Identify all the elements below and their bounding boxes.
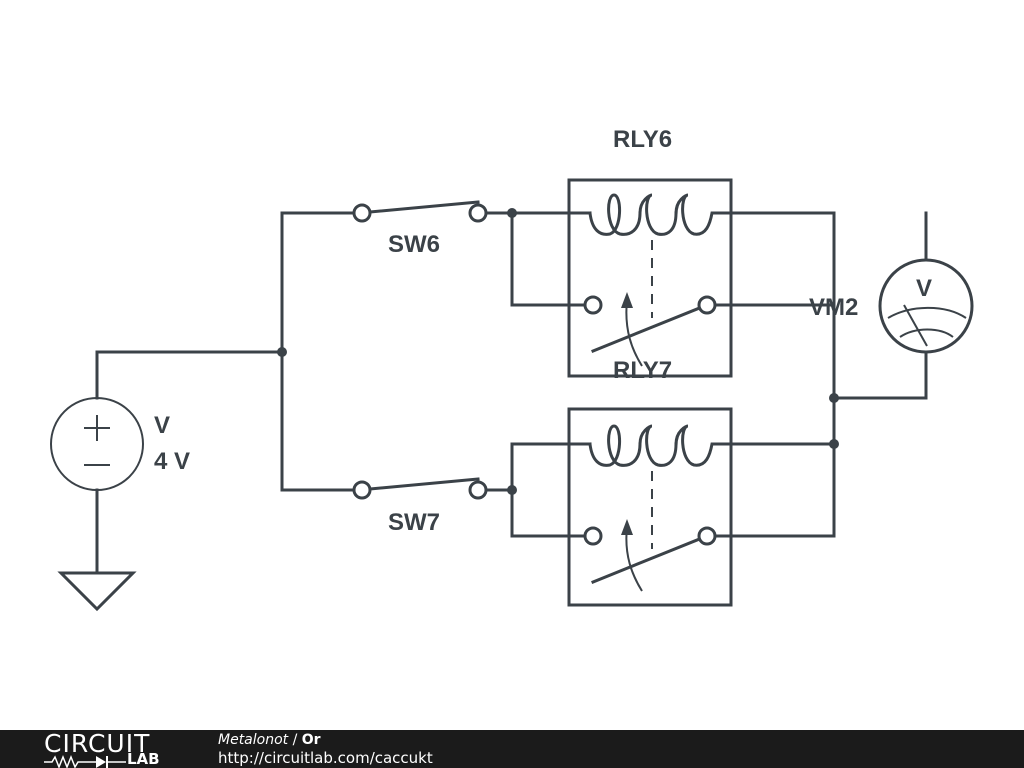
source-name-label: V [154,412,170,439]
circuit-title: Or [301,732,321,748]
wire [832,350,928,400]
arrow-up-icon [621,519,633,535]
meter-scale-icon [899,328,954,338]
circuitlab-logo-lab: LAB [127,750,160,768]
switch-terminal [468,203,488,223]
source-body [50,397,144,491]
relay-arrow-shaft [625,299,643,367]
ground-icon [57,571,137,612]
relay-arrow-shaft [625,526,643,592]
sw7-label: SW7 [388,509,440,536]
source-value-label: 4 V [154,448,190,475]
voltmeter-body [878,258,974,354]
junction-dot [507,208,517,218]
resistor-diode-logo-icon [44,754,126,768]
relay-terminal-nc [583,295,603,315]
voltage-source[interactable] [50,350,144,575]
wire [510,442,587,538]
relay-rly6[interactable] [567,178,733,378]
relay-coil-icon [588,193,733,236]
author-title-line: Metalonot / Or [218,732,321,748]
footer-bar: CIRCUIT LAB Metalonot / Or http://circui… [0,730,1024,768]
relay-contact-arm [591,303,709,353]
switch-terminal [468,480,488,500]
switch-terminal [352,203,372,223]
rly7-label: RLY7 [613,357,672,384]
relay-box [567,407,733,607]
junction-dot [829,393,839,403]
voltmeter-symbol: V [916,275,932,302]
circuit-schematic: V 4 V SW6 SW7 RLY6 [50,126,974,612]
arrow-up-icon [621,292,633,308]
meter-scale-icon [887,306,967,319]
voltmeter-vm2[interactable]: V [878,258,974,354]
switch-sw7[interactable] [352,477,488,500]
relay-box [567,178,733,378]
vm2-label: VM2 [809,294,858,321]
switch-lever [368,200,480,214]
switch-lever [368,477,480,491]
author-link[interactable]: Metalonot [218,732,289,748]
relay-rly7[interactable] [567,407,733,607]
relay-terminal-common [697,295,717,315]
relay-coil-icon [588,424,733,467]
relay-terminal-common [697,526,717,546]
wire [713,211,836,538]
wire [510,211,587,307]
junction-dot [829,439,839,449]
circuit-url[interactable]: http://circuitlab.com/caccukt [218,749,433,767]
switch-terminal [352,480,372,500]
relay-terminal-nc [583,526,603,546]
relay-contact-arm [591,534,709,584]
junction-dot [277,347,287,357]
sw6-label: SW6 [388,231,440,258]
switch-sw6[interactable] [352,200,488,223]
meter-needle-icon [903,304,928,347]
junction-dot [507,485,517,495]
separator: / [288,732,302,748]
circuitlab-logo-text[interactable]: CIRCUIT [44,729,151,758]
rly6-label: RLY6 [613,126,672,153]
